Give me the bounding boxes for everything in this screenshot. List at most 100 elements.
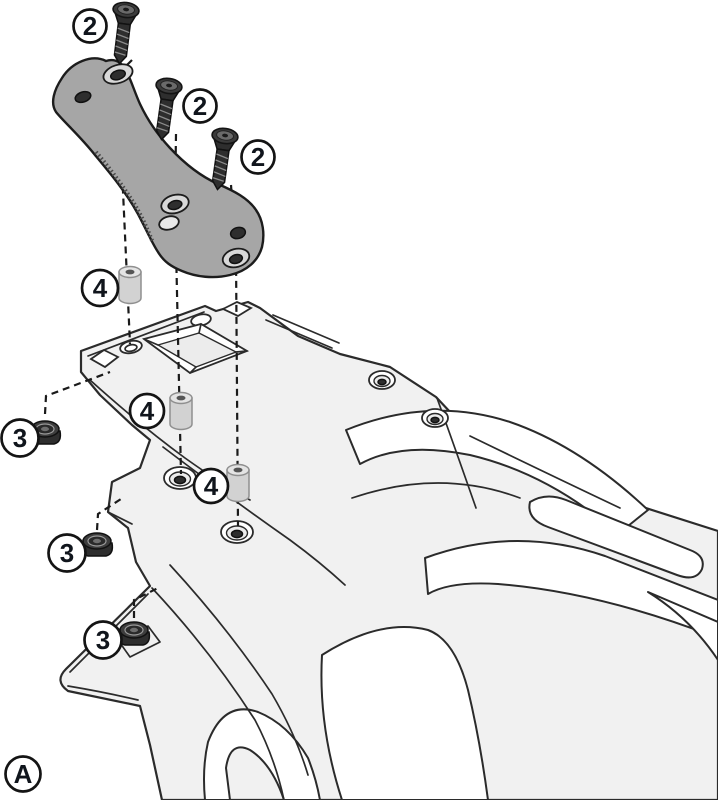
cutout-slope-4: [189, 366, 197, 374]
boss-hole: [230, 529, 244, 539]
boss-hole: [430, 416, 440, 424]
tab-face-line: [107, 511, 133, 525]
plate-hole-small-dark: [229, 226, 247, 240]
plate-hole-bottom-countersunk: [221, 247, 251, 269]
mount-hole-rear: [220, 520, 254, 544]
spacer-side: [118, 271, 142, 305]
arm-corner-crease: [436, 397, 477, 509]
callout-number: 4: [140, 396, 155, 426]
step-label-badge: A: [4, 755, 42, 793]
spacer-bushing-icon-3: [226, 463, 250, 503]
callout-spacer-1: 4: [80, 268, 120, 308]
bridge-inner-line: [351, 482, 521, 499]
spacer-side: [226, 469, 250, 503]
callout-nut-1: 3: [0, 418, 40, 458]
gap-left-of-seat: [320, 626, 489, 800]
callout-number: 4: [204, 471, 219, 501]
hole: [109, 69, 127, 81]
countersunk-screw-icon-1: [112, 1, 140, 65]
mounting-plate-bracket: [51, 57, 265, 279]
callout-circle: [83, 620, 123, 660]
dash-line-nut-2: [95, 496, 125, 531]
square-hole-left: [89, 348, 120, 369]
nut-bore: [93, 538, 101, 544]
gap-under-platform: [345, 409, 649, 535]
rack-top-edge-inner-line: [87, 311, 205, 357]
callout-screw-3: 2: [240, 139, 276, 175]
step-circle: [4, 755, 42, 793]
callout-circle: [80, 268, 120, 308]
alignment-dashed-lines: [43, 59, 240, 618]
rack-tier-divide-line: [162, 446, 346, 586]
leg-curve-outer: [151, 587, 285, 800]
spacer-bore: [176, 395, 186, 401]
boss-hole: [377, 378, 387, 386]
arm-top-inner-line: [469, 435, 621, 509]
callout-spacer-2: 4: [128, 392, 166, 430]
plate-outline: [51, 57, 265, 279]
boss-hole: [173, 475, 187, 485]
flange-nut-icon-2: [80, 532, 114, 557]
callout-number: 3: [96, 625, 110, 655]
hole: [228, 253, 244, 265]
callout-circle: [0, 418, 40, 458]
arm-hole-lower: [421, 408, 449, 428]
callout-number: 3: [60, 538, 74, 568]
screw-recess: [166, 83, 173, 88]
spacer-bushing-icon-2: [169, 391, 193, 431]
flange-nut-icon-3: [117, 621, 151, 646]
nut-bore: [41, 426, 49, 432]
rack-neck-ridge-2: [272, 314, 340, 344]
rack-neck-ridge-1: [265, 319, 333, 349]
callout-number: 2: [251, 142, 265, 172]
callouts: 2 2 2 4 4 4 3 3: [0, 8, 276, 793]
plate-hole-oval-mid: [158, 215, 180, 231]
callout-nut-2: 3: [47, 533, 87, 573]
callout-screw-1: 2: [72, 8, 108, 44]
hole: [167, 199, 183, 211]
dash-line-nut-1: [43, 370, 111, 415]
dash-line-nut-3: [132, 586, 161, 618]
callout-number: 4: [93, 273, 108, 303]
screw-recess: [222, 133, 229, 138]
screws: [112, 1, 239, 191]
callout-circle: [192, 467, 230, 505]
callout-circle: [240, 139, 276, 175]
dash-line-screw-1: [117, 59, 133, 345]
bottom-arch-cutout: [203, 708, 321, 800]
screw-threads: [156, 103, 173, 132]
arm-hole-upper: [368, 370, 396, 390]
callout-nut-3: 3: [83, 620, 123, 660]
callout-number: 3: [13, 423, 27, 453]
spacer-side: [169, 397, 193, 431]
plate-hole-top-countersunk: [102, 63, 134, 85]
grab-handle-cutout: [528, 495, 704, 579]
callout-circle: [128, 392, 166, 430]
countersunk-screw-icon-3: [211, 127, 239, 191]
callout-number: 2: [83, 11, 97, 41]
callout-circle: [72, 8, 108, 44]
callout-circle: [182, 88, 218, 124]
plate-hole-small-oval-top: [74, 90, 92, 104]
nut-bore: [130, 627, 138, 633]
cutout-slope-3: [235, 350, 248, 353]
spacer-bushing-icon-1: [118, 265, 142, 305]
spacer-bore: [125, 269, 135, 275]
spacer-bore: [233, 467, 243, 473]
callout-circle: [47, 533, 87, 573]
rear-rack-line-art: [59, 300, 718, 800]
countersunk-screw-icon-2: [155, 77, 183, 141]
step-letter: A: [14, 759, 33, 789]
leg-curve-inner: [169, 564, 309, 776]
gap-under-arm: [647, 591, 718, 661]
cutout-slope-2: [198, 323, 202, 334]
callout-spacer-3: 4: [192, 467, 230, 505]
screw-recess: [123, 7, 130, 12]
screw-threads: [114, 27, 130, 56]
callout-number: 2: [193, 91, 207, 121]
plate-hole-mid-countersunk: [160, 193, 190, 215]
spacers: [118, 265, 250, 503]
screw-threads: [212, 153, 229, 182]
